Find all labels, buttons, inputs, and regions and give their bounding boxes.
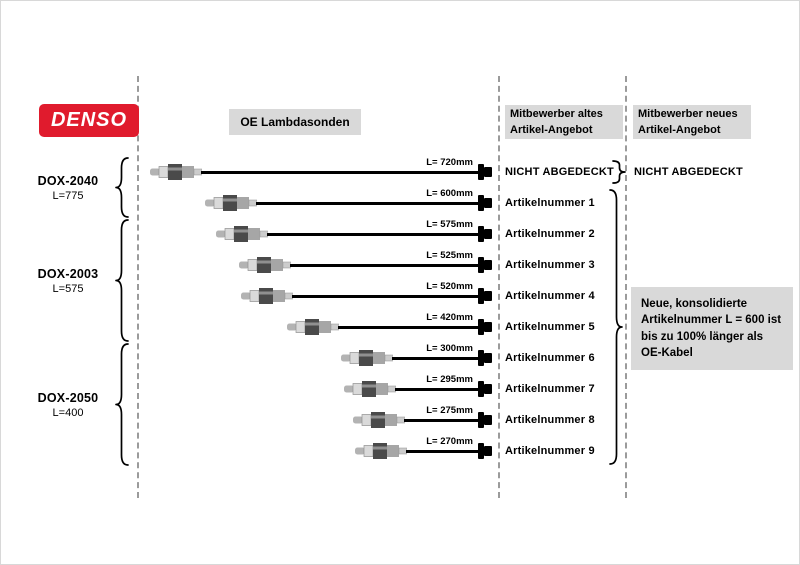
group-length: L=575 [52,282,84,295]
old-offer-label: Artikelnummer 4 [505,290,595,302]
cable-length-label: L= 420mm [426,312,473,323]
cable-length-label: L= 600mm [426,188,473,199]
group-length: L=775 [52,189,84,202]
old-offer-label: Artikelnummer 2 [505,228,595,240]
cable-connector [478,288,484,304]
cable-length-label: L= 575mm [426,219,473,230]
cable-connector-tip [484,167,492,177]
old-offer-label: Artikelnummer 9 [505,445,595,457]
cable-connector-tip [484,353,492,363]
sensor-cable [395,388,479,391]
divider-left [137,76,139,498]
header-new-offer: Mitbewerber neues Artikel-Angebot [633,105,751,139]
cable-connector [478,381,484,397]
cable-connector-tip [484,198,492,208]
sensor-cable [406,450,479,453]
cable-connector [478,443,484,459]
old-offer-label: Artikelnummer 1 [505,197,595,209]
group-brace-3 [115,343,129,466]
consolidated-brace [609,189,623,465]
group-brace-2 [115,219,129,342]
old-offer-label: Artikelnummer 8 [505,414,595,426]
group-brace-1 [115,157,129,218]
cable-length-label: L= 520mm [426,281,473,292]
cable-connector [478,319,484,335]
cable-connector-tip [484,384,492,394]
cable-connector-tip [484,322,492,332]
header-oe-lambdasonden: OE Lambdasonden [229,109,361,135]
cable-connector-tip [484,291,492,301]
cable-connector [478,257,484,273]
lambda-sensor-icon [241,288,293,304]
sensor-cable [267,233,479,236]
lambda-sensor-icon [216,226,268,242]
lambda-sensor-icon [150,164,202,180]
sensor-cable [404,419,479,422]
denso-logo: DENSO [39,104,139,137]
cable-length-label: L= 275mm [426,405,473,416]
cable-connector [478,164,484,180]
cable-length-label: L= 300mm [426,343,473,354]
group-length: L=400 [52,406,84,419]
lambda-sensor-icon [353,412,405,428]
sensor-cable [201,171,479,174]
header-old-offer: Mitbewerber altes Artikel-Angebot [505,105,623,139]
cable-connector [478,195,484,211]
lambda-sensor-icon [205,195,257,211]
cable-length-label: L= 270mm [426,436,473,447]
group-name: DOX-2040 [37,173,99,188]
sensor-cable [256,202,479,205]
old-offer-label: Artikelnummer 7 [505,383,595,395]
old-offer-label: NICHT ABGEDECKT [505,166,614,178]
consolidated-note: Neue, konsolidierte Artikelnummer L = 60… [631,287,793,371]
cable-length-label: L= 525mm [426,250,473,261]
lambda-sensor-icon [239,257,291,273]
old-offer-label: Artikelnummer 3 [505,259,595,271]
new-offer-row1-label: NICHT ABGEDECKT [634,166,743,178]
cable-connector [478,350,484,366]
cable-connector-tip [484,415,492,425]
lambda-sensor-icon [287,319,339,335]
cable-connector-tip [484,446,492,456]
cable-length-label: L= 720mm [426,157,473,168]
divider-middle [498,76,500,498]
sensor-cable [290,264,479,267]
cable-connector [478,412,484,428]
old-offer-label: Artikelnummer 6 [505,352,595,364]
denso-logo-text: DENSO [50,109,128,131]
lambda-sensor-icon [341,350,393,366]
sensor-cable [292,295,479,298]
lambda-sensor-icon [344,381,396,397]
cable-connector-tip [484,260,492,270]
cable-length-label: L= 295mm [426,374,473,385]
divider-right [625,76,627,498]
not-covered-brace [612,160,626,184]
group-name: DOX-2050 [37,390,99,405]
sensor-cable [392,357,479,360]
sensor-cable [338,326,479,329]
lambda-sensor-icon [355,443,407,459]
old-offer-label: Artikelnummer 5 [505,321,595,333]
cable-connector-tip [484,229,492,239]
group-name: DOX-2003 [37,266,99,281]
cable-connector [478,226,484,242]
